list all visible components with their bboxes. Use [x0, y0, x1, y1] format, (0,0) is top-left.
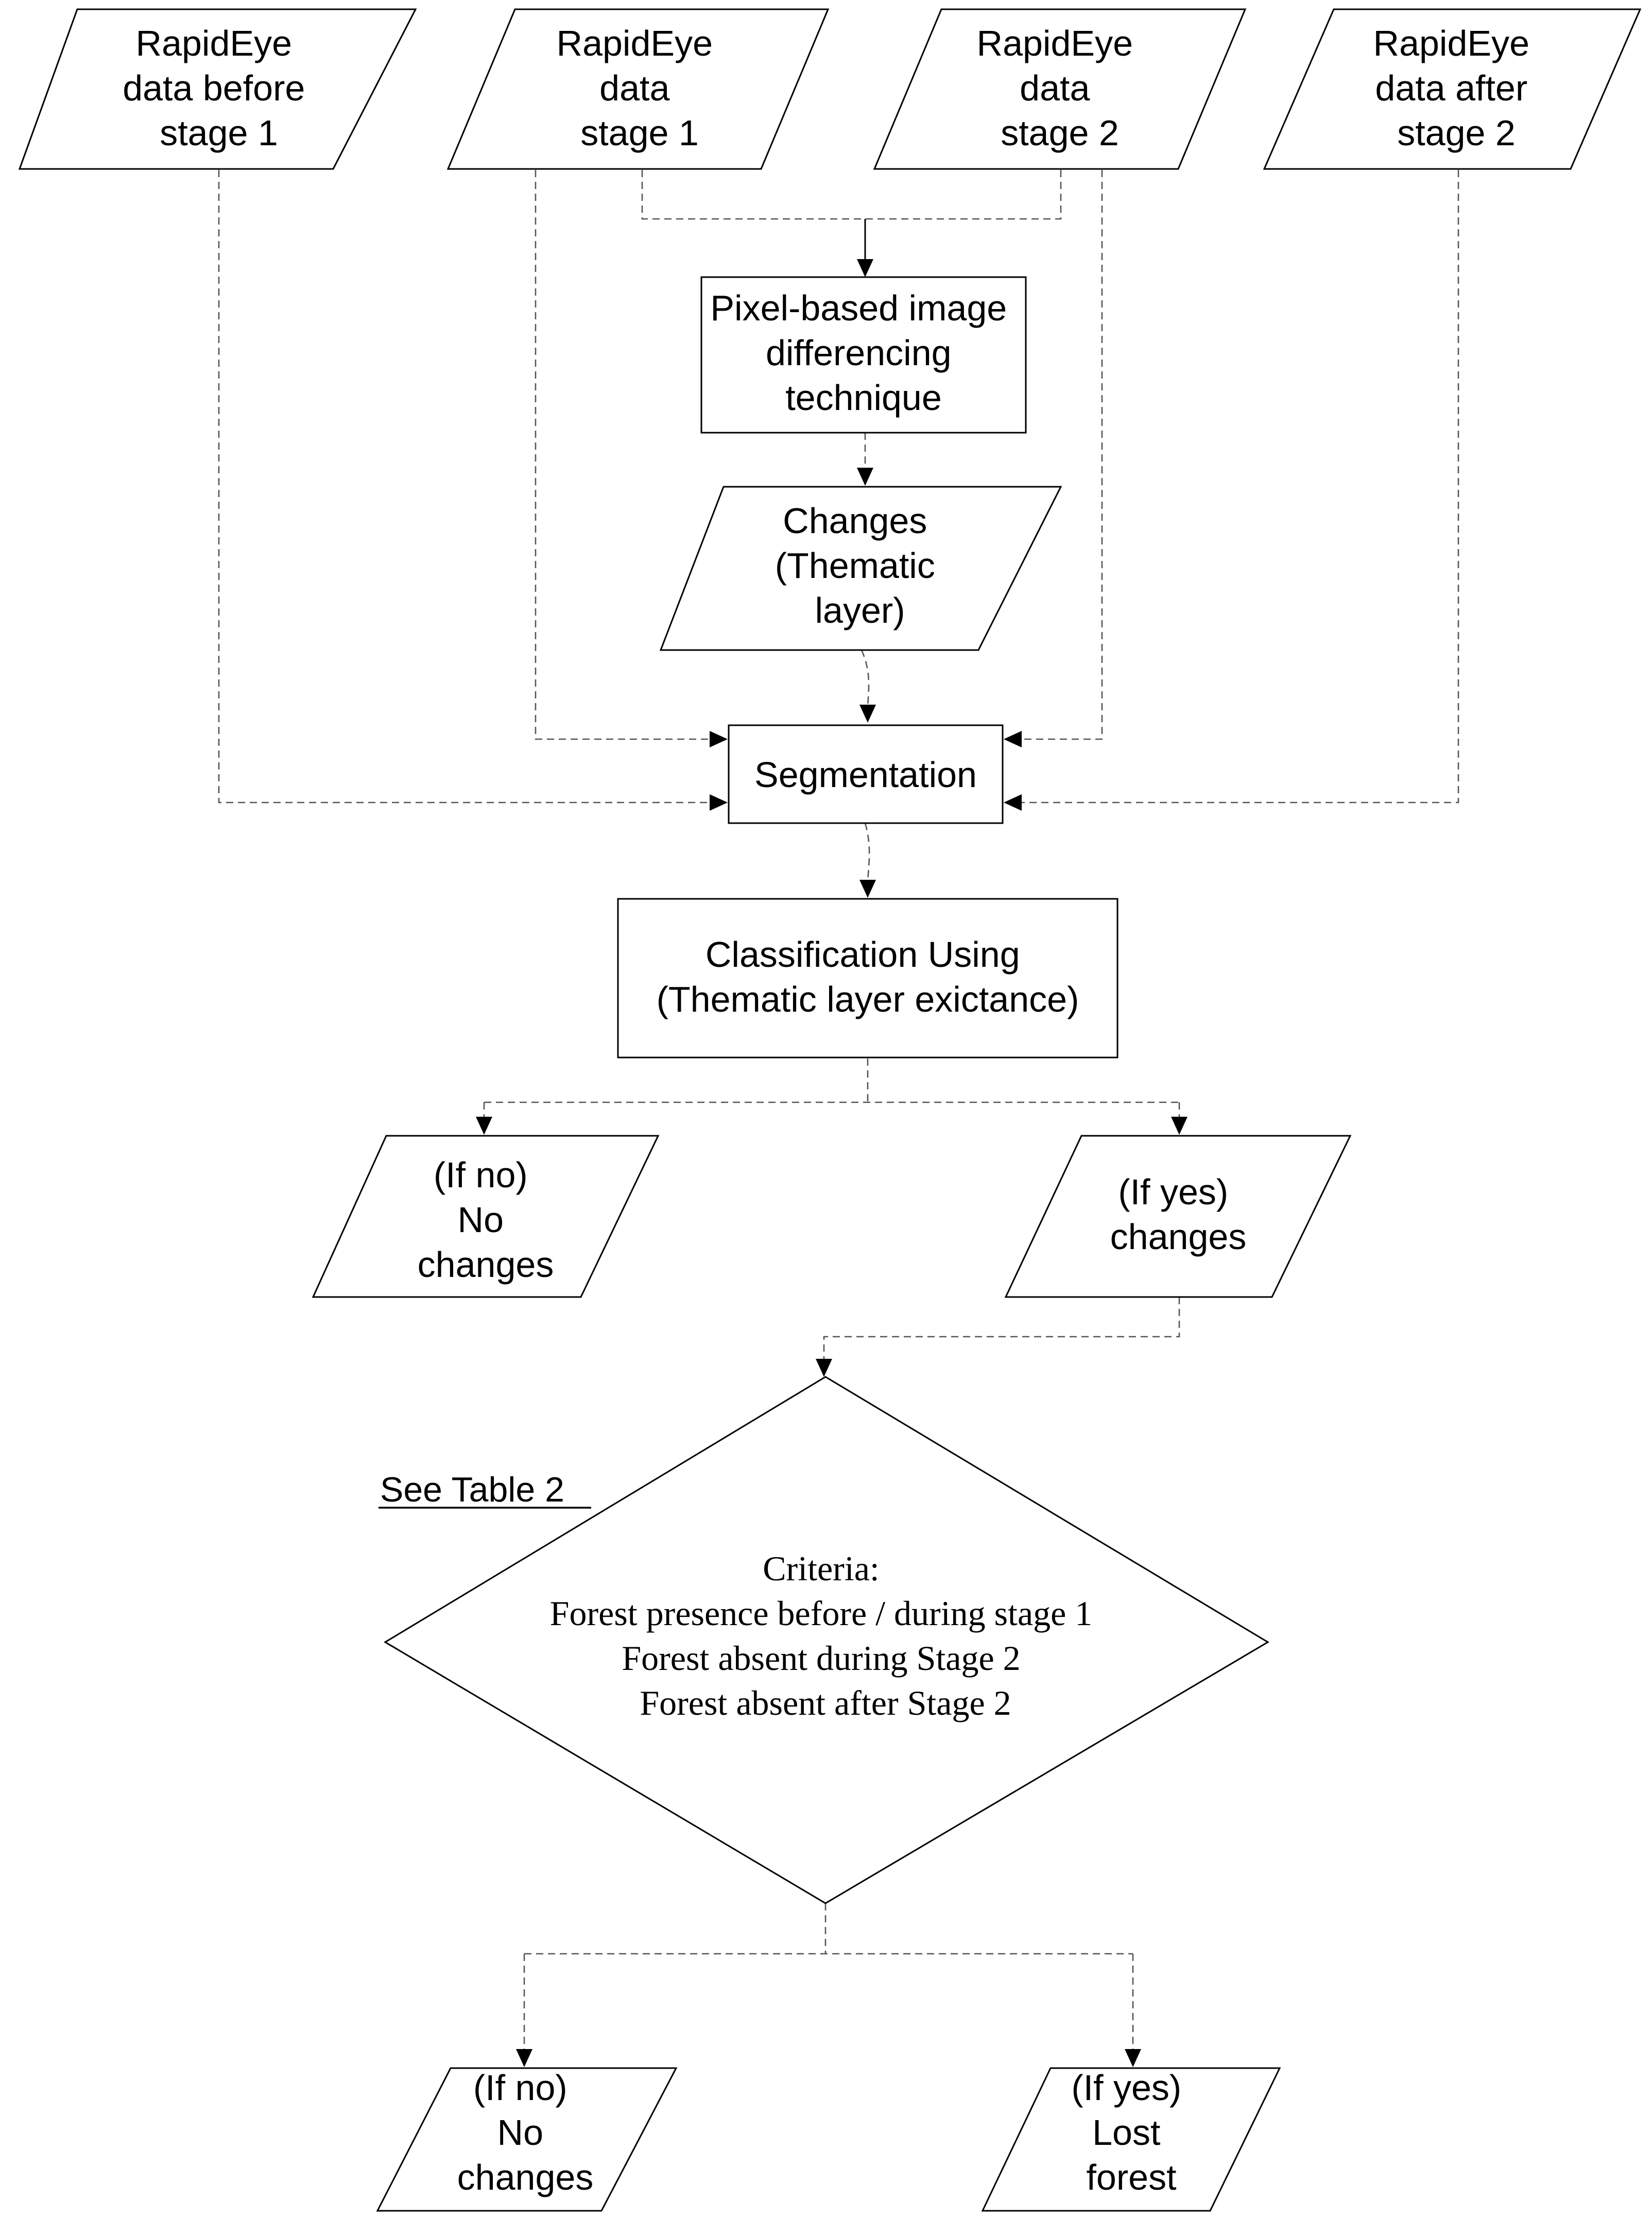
- arrowhead: [857, 259, 873, 277]
- node-label-line: (If no): [473, 2068, 567, 2108]
- node-label-line: layer): [815, 590, 905, 630]
- node-rapideye-before: RapidEye data before stage 1: [18, 8, 417, 170]
- node-label-line: (If yes): [1118, 1172, 1228, 1212]
- node-label-line: Forest presence before / during stage 1: [550, 1594, 1093, 1633]
- node-rapideye-stage2: RapidEye data stage 2: [873, 8, 1247, 170]
- arrowhead: [816, 1359, 832, 1377]
- node-label-line: RapidEye: [557, 23, 713, 63]
- node-differencing: Pixel-based image differencing technique: [700, 276, 1027, 434]
- node-lost-forest: (If yes) Lost forest: [981, 2067, 1281, 2212]
- svg-text:(If yes) changes: (If yes) changes: [1110, 1172, 1247, 1257]
- arrowhead: [710, 794, 728, 811]
- node-label-line: (If yes): [1071, 2068, 1181, 2108]
- svg-text:Pixel-based image differ: Pixel-based image differencing technique: [710, 288, 1017, 418]
- svg-text:RapidEye data stag: RapidEye data stage 2: [977, 23, 1143, 153]
- node-classification: Classification Using (Thematic layer exi…: [617, 898, 1118, 1059]
- node-segmentation: Segmentation: [728, 724, 1004, 824]
- arrowhead: [1004, 731, 1022, 747]
- arrowhead: [1004, 794, 1022, 811]
- node-label-line: technique: [785, 378, 942, 418]
- node-label-line: stage 2: [1001, 113, 1119, 153]
- svg-text:RapidEye data stag: RapidEye data stage 1: [557, 23, 723, 153]
- node-label-line: Lost: [1092, 2112, 1160, 2153]
- edge-criteria-to-outcomes: [523, 1903, 1134, 2050]
- svg-text:(If no) No changes: (If no) No changes: [457, 2068, 594, 2197]
- node-label-line: Classification Using: [705, 934, 1020, 975]
- node-no-changes-2: (If no) No changes: [376, 2067, 678, 2212]
- svg-text:Criteria: Forest presenc: Criteria: Forest presence before / durin…: [550, 1549, 1102, 1722]
- node-label-line: data before: [123, 68, 305, 108]
- node-criteria-decision: Criteria: Forest presence before / durin…: [384, 1376, 1269, 1904]
- edge-before-to-segmentation: [218, 170, 711, 804]
- node-rapideye-stage1: RapidEye data stage 1: [446, 8, 830, 170]
- edge-stage1-to-segmentation: [535, 170, 711, 740]
- see-table-2-text: See Table 2: [380, 1470, 564, 1509]
- node-label-line: stage 1: [160, 113, 278, 153]
- node-rapideye-after: RapidEye data after stage 2: [1263, 8, 1642, 170]
- node-yes-changes: (If yes) changes: [1004, 1135, 1352, 1298]
- node-label-line: data after: [1375, 68, 1527, 108]
- node-label-line: Forest absent after Stage 2: [640, 1683, 1011, 1722]
- node-label-line: Forest absent during Stage 2: [622, 1639, 1020, 1678]
- svg-text:Classification Using (Th: Classification Using (Thematic layer exi…: [657, 934, 1079, 1019]
- node-label-line: stage 1: [580, 113, 699, 153]
- arrowhead: [857, 468, 873, 486]
- arrowhead: [476, 1117, 492, 1135]
- node-label-line: stage 2: [1397, 113, 1516, 153]
- edge-changes-to-segmentation: [861, 650, 870, 706]
- arrowhead: [859, 880, 876, 898]
- arrowhead: [1125, 2049, 1141, 2067]
- node-label-line: forest: [1086, 2157, 1176, 2197]
- arrowhead: [1171, 1117, 1188, 1135]
- node-label-line: changes: [1110, 1217, 1247, 1257]
- edge-segmentation-to-classification: [864, 823, 870, 881]
- node-label-line: (Thematic: [775, 545, 935, 586]
- node-label-line: Segmentation: [754, 755, 977, 795]
- node-label-line: RapidEye: [977, 23, 1133, 63]
- edge-stage1-to-differencing: [641, 170, 1062, 220]
- node-label-line: No: [497, 2112, 543, 2153]
- arrowhead: [859, 705, 876, 723]
- node-label-line: (Thematic layer exictance): [657, 979, 1079, 1019]
- node-label-line: data: [599, 68, 669, 108]
- node-label-line: changes: [418, 1244, 554, 1285]
- node-label-line: Changes: [783, 501, 927, 541]
- svg-text:Changes (Thematic: Changes (Thematic layer): [775, 501, 945, 630]
- svg-text:Segmentation: Segmentation: [754, 755, 977, 795]
- edge-stage2-to-segmentation: [1021, 170, 1103, 740]
- node-label-line: RapidEye: [136, 23, 292, 63]
- node-label-line: (If no): [434, 1155, 528, 1195]
- node-no-changes-1: (If no) No changes: [312, 1135, 660, 1298]
- see-table-note: See Table 2: [380, 1470, 564, 1509]
- svg-text:RapidEye data before: RapidEye data before stage 1: [123, 23, 315, 153]
- edge-after-to-segmentation: [1021, 170, 1459, 804]
- node-label-line: Pixel-based image: [710, 288, 1007, 328]
- connectors: [218, 170, 1459, 2067]
- node-label-line: data: [1020, 68, 1090, 108]
- node-label-line: RapidEye: [1373, 23, 1530, 63]
- arrowhead: [516, 2049, 532, 2067]
- svg-text:(If yes) Lost fore: (If yes) Lost forest: [1071, 2068, 1191, 2197]
- node-label-line: changes: [457, 2157, 594, 2197]
- edge-classification-to-branches: [483, 1059, 1180, 1118]
- svg-text:RapidEye data after: RapidEye data after stage 2: [1373, 23, 1540, 153]
- node-label-line: Criteria:: [763, 1549, 880, 1588]
- svg-text:(If no) No changes: (If no) No changes: [418, 1155, 554, 1285]
- node-label-line: No: [458, 1200, 504, 1240]
- node-label-line: differencing: [766, 333, 952, 373]
- arrowhead: [710, 731, 728, 747]
- node-changes-thematic-layer: Changes (Thematic layer): [659, 486, 1062, 651]
- edge-changes-to-criteria: [823, 1297, 1180, 1360]
